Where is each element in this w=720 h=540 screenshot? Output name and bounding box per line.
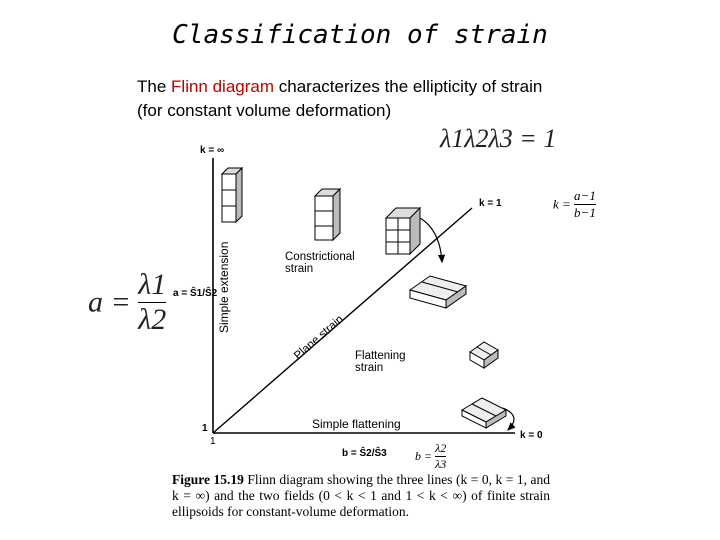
k-def-lhs: k =	[553, 196, 571, 212]
block-flattening	[469, 341, 499, 369]
intro-line2: (for constant volume deformation)	[137, 101, 392, 120]
a-definition: a = λ1 λ2	[88, 268, 167, 337]
block-prolate-2	[313, 187, 342, 242]
figure-caption: Figure 15.19 Flinn diagram showing the t…	[172, 472, 550, 520]
intro-prefix: The	[137, 77, 172, 96]
block-prolate-1	[220, 166, 244, 224]
intro-text: The Flinn diagram characterizes the elli…	[137, 75, 607, 123]
k-def-num: a−1	[574, 188, 596, 205]
constrictional-arrow	[419, 217, 446, 264]
origin-x-label: 1	[210, 436, 216, 447]
k-zero-label: k = 0	[520, 430, 543, 441]
caption-label: Figure 15.19	[172, 472, 244, 487]
a-axis-label: a = Ŝ1/Ŝ2	[173, 286, 218, 299]
volume-formula: λ1λ2λ3 = 1	[440, 124, 557, 153]
origin-y-label: 1	[202, 423, 208, 434]
b-def-fraction: λ2 λ3	[435, 441, 447, 472]
k-def-den: b−1	[574, 205, 596, 220]
b-def-den: λ3	[435, 457, 447, 471]
plane-strain-label: Plane strain	[292, 313, 346, 362]
b-definition: b = λ2 λ3	[415, 441, 447, 472]
b-axis-label: b = Ŝ2/Ŝ3	[342, 446, 387, 459]
flattening-label-2: strain	[355, 362, 383, 374]
flattening-label-1: Flattening	[355, 350, 406, 362]
constrictional-label-1: Constrictional	[285, 251, 355, 263]
a-def-num: λ1	[138, 268, 167, 303]
x-axis-label: Simple flattening	[312, 417, 401, 431]
block-slab-1	[408, 275, 468, 309]
caption-text: Flinn diagram showing the three lines (k…	[172, 472, 550, 519]
block-constrictional	[384, 206, 422, 256]
intro-highlight: Flinn diagram	[171, 77, 275, 96]
k-definition: k = a−1 b−1	[553, 188, 596, 221]
constrictional-label-2: strain	[285, 263, 313, 275]
page-title: Classification of strain	[172, 20, 548, 50]
k-inf-label: k = ∞	[200, 145, 224, 156]
y-axis-label: Simple extension	[217, 242, 231, 333]
k-one-label: k = 1	[479, 198, 502, 209]
block-pancake	[460, 397, 508, 429]
b-def-num: λ2	[435, 441, 447, 457]
b-def-lhs: b =	[415, 449, 433, 463]
intro-suffix: characterizes the ellipticity of strain	[274, 77, 543, 96]
k-one-line	[212, 207, 473, 434]
a-def-lhs: a =	[88, 285, 131, 319]
k-def-fraction: a−1 b−1	[574, 188, 596, 221]
a-def-fraction: λ1 λ2	[138, 268, 167, 337]
a-def-den: λ2	[138, 303, 167, 336]
